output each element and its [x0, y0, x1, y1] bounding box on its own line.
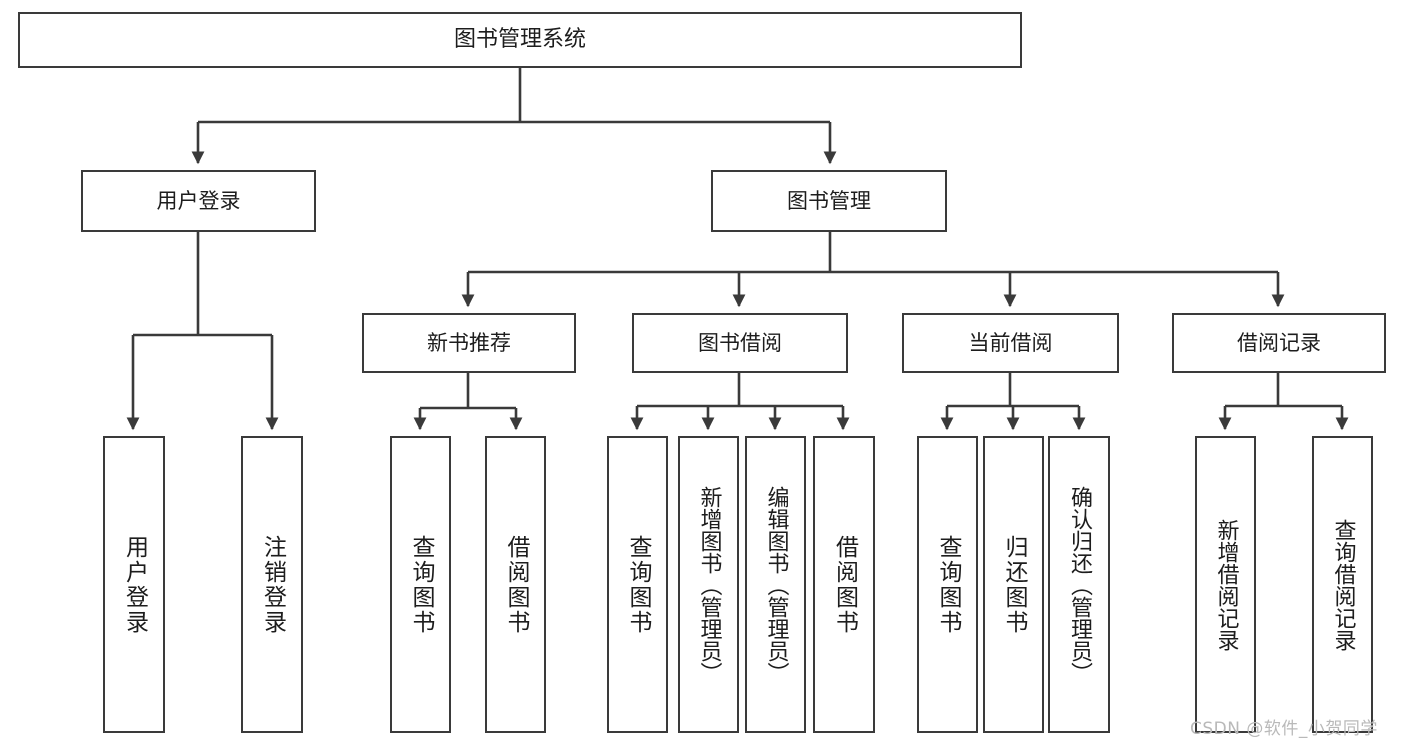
node-label: 当前借阅 — [968, 330, 1053, 355]
node-leaf-query-book-borrow[interactable]: 查询图书 — [607, 436, 668, 733]
node-label: 查询图书 — [935, 534, 961, 635]
node-user-login[interactable]: 用户登录 — [81, 170, 316, 232]
node-label: 用户登录 — [156, 188, 241, 213]
node-leaf-return-book[interactable]: 归还图书 — [983, 436, 1044, 733]
node-label: 图书管理 — [787, 188, 871, 213]
node-book-management[interactable]: 图书管理 — [711, 170, 947, 232]
node-leaf-user-login[interactable]: 用户登录 — [103, 436, 165, 733]
node-leaf-query-borrow-record[interactable]: 查询借阅记录 — [1312, 436, 1373, 733]
node-leaf-add-book-admin[interactable]: 新增图书（管理员） — [678, 436, 739, 733]
node-leaf-confirm-return-admin[interactable]: 确认归还（管理员） — [1048, 436, 1110, 733]
node-leaf-borrow-book-recommend[interactable]: 借阅图书 — [485, 436, 546, 733]
node-label: 借阅图书 — [503, 534, 529, 635]
node-book-borrow[interactable]: 图书借阅 — [632, 313, 848, 373]
node-root-book-management-system[interactable]: 图书管理系统 — [18, 12, 1022, 68]
node-label: 借阅记录 — [1237, 330, 1321, 355]
node-label: 查询图书 — [408, 534, 434, 635]
node-label: 注销登录 — [259, 534, 286, 635]
node-leaf-borrow-book[interactable]: 借阅图书 — [813, 436, 875, 733]
node-label: 用户登录 — [121, 534, 148, 635]
node-current-borrow[interactable]: 当前借阅 — [902, 313, 1119, 373]
node-new-book-recommend[interactable]: 新书推荐 — [362, 313, 576, 373]
node-leaf-query-book-recommend[interactable]: 查询图书 — [390, 436, 451, 733]
node-leaf-query-book-current[interactable]: 查询图书 — [917, 436, 978, 733]
node-label: 查询借阅记录 — [1330, 518, 1356, 651]
node-leaf-add-borrow-record[interactable]: 新增借阅记录 — [1195, 436, 1256, 733]
node-label: 确认归还（管理员） — [1067, 485, 1092, 684]
node-borrow-record[interactable]: 借阅记录 — [1172, 313, 1386, 373]
node-label: 新书推荐 — [427, 330, 511, 355]
node-leaf-edit-book-admin[interactable]: 编辑图书（管理员） — [745, 436, 806, 733]
node-label: 借阅图书 — [831, 534, 858, 635]
csdn-watermark: CSDN @软件_小贺同学 — [1190, 719, 1378, 739]
node-label: 新增借阅记录 — [1213, 518, 1239, 651]
node-leaf-logout[interactable]: 注销登录 — [241, 436, 303, 733]
node-label: 查询图书 — [625, 534, 651, 635]
node-label: 图书管理系统 — [453, 27, 586, 53]
node-label: 归还图书 — [1001, 534, 1027, 635]
node-label: 编辑图书（管理员） — [763, 485, 789, 684]
node-label: 新增图书（管理员） — [696, 485, 722, 684]
node-label: 图书借阅 — [698, 330, 782, 355]
